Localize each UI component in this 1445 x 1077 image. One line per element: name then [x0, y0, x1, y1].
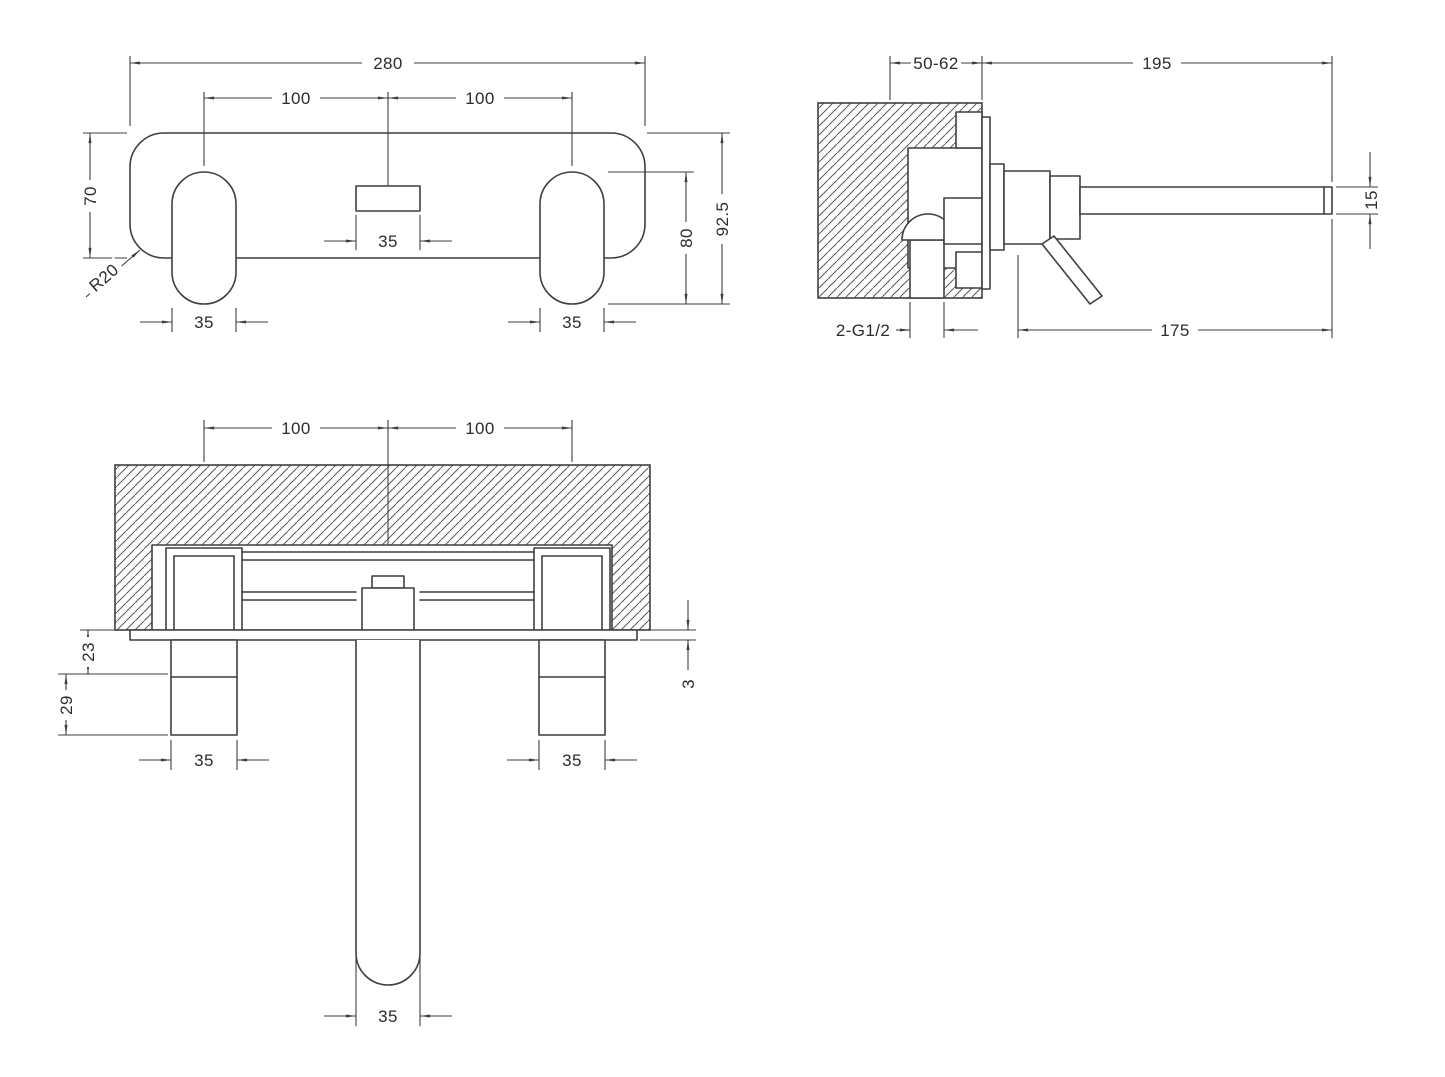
dim-label-bg — [272, 89, 320, 107]
mounting-boss-bottom — [955, 251, 983, 289]
section-view: 100 100 23 29 3 35 — [57, 419, 698, 1026]
dim-spout-width: 35 — [378, 1007, 398, 1026]
front-view: 280 100 100 70 R20 35 — [81, 54, 732, 332]
dim-hole-width-right: 35 — [562, 313, 582, 332]
dim-spacing-right: 100 — [465, 89, 495, 108]
dim-label-bg — [81, 180, 99, 212]
valve-connector-right — [538, 639, 606, 736]
dim-hole-width-left: 35 — [194, 751, 214, 770]
dim-spacing-left: 100 — [281, 419, 311, 438]
dim-spout-thickness: 15 — [1362, 190, 1381, 210]
dim-label-bg — [362, 54, 414, 72]
spout-plan — [355, 640, 421, 986]
dim-label-bg — [911, 54, 961, 72]
valve-body-right — [539, 171, 605, 305]
cartridge-body — [943, 197, 983, 245]
dim-plate-height: 70 — [81, 186, 100, 206]
dim-overall-height: 92.5 — [713, 202, 732, 237]
dim-label-bg — [79, 637, 97, 667]
dim-label-bg — [81, 256, 125, 298]
dim-hole-width-left: 35 — [194, 313, 214, 332]
inlet-pipe — [909, 239, 945, 299]
wall-plate — [981, 116, 991, 290]
dim-shoulder-to-end: 29 — [57, 695, 76, 715]
dim-label-bg — [1133, 54, 1181, 72]
dim-label-bg — [272, 419, 320, 437]
dim-label-bg — [456, 419, 504, 437]
dim-valve-height: 80 — [677, 228, 696, 248]
side-view: 50-62 195 15 175 2-G1/2 — [817, 54, 1381, 340]
lever-handle — [1041, 235, 1103, 305]
dim-inlet-thread: 2-G1/2 — [836, 321, 890, 340]
dim-hole-width-right: 35 — [562, 751, 582, 770]
valve-body-left — [171, 171, 237, 305]
dim-recess-depth: 50-62 — [913, 54, 958, 73]
dim-spacing-right: 100 — [465, 419, 495, 438]
spout-union — [361, 587, 415, 631]
wall-plate — [129, 629, 638, 641]
dim-label-bg — [1152, 321, 1198, 339]
dim-label-bg — [456, 89, 504, 107]
mounting-boss-top — [955, 111, 983, 149]
dim-label-bg — [713, 194, 731, 244]
dim-plate-thickness: 3 — [679, 679, 698, 689]
dim-label-bg — [57, 690, 75, 720]
dim-overall-width: 280 — [373, 54, 403, 73]
valve-channel-right — [533, 547, 611, 631]
spout-bar — [1079, 186, 1333, 215]
escutcheon — [989, 163, 1005, 251]
body-collar — [1049, 175, 1081, 240]
dim-spout-width: 35 — [378, 232, 398, 251]
dim-plate-to-shoulder: 23 — [79, 642, 98, 662]
dim-label-bg — [677, 222, 695, 254]
spout-union-cap — [371, 575, 405, 589]
mixer-body — [1003, 170, 1051, 245]
dim-spacing-left: 100 — [281, 89, 311, 108]
dim-spout-projection: 175 — [1160, 321, 1190, 340]
valve-channel-left — [165, 547, 243, 631]
dim-spout-reach: 195 — [1142, 54, 1172, 73]
spout-outlet — [355, 185, 421, 212]
valve-connector-left — [170, 639, 238, 736]
